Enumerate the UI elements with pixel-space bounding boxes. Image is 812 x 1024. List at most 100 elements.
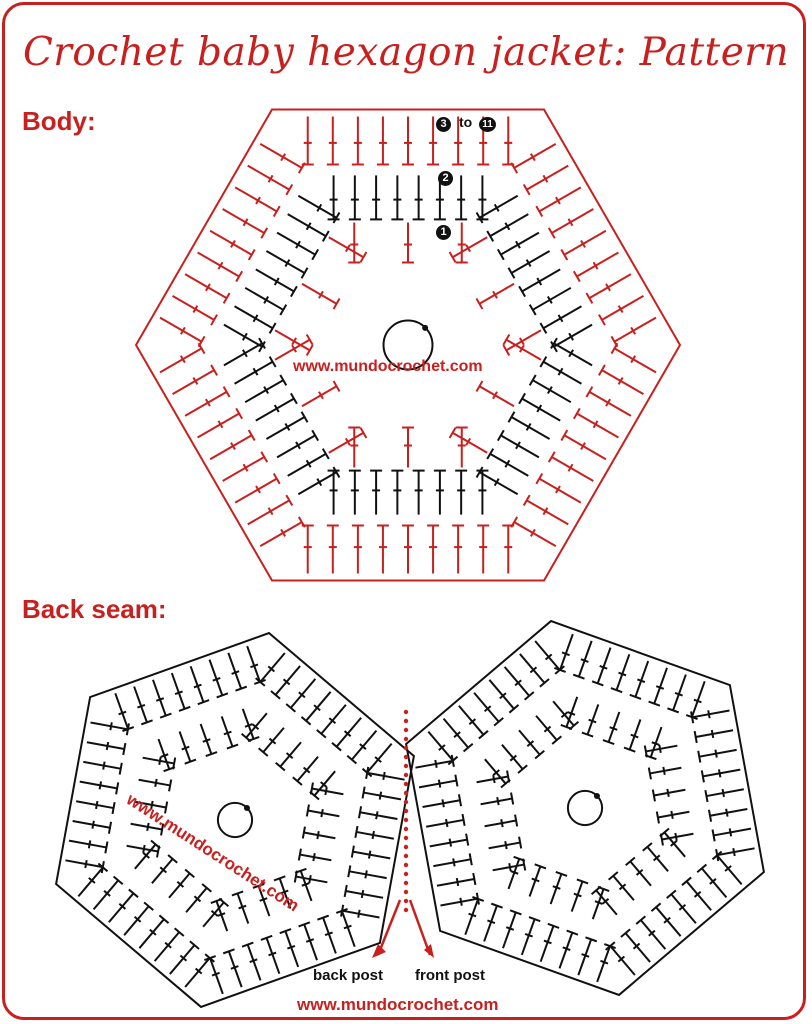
seam-left-hexagon-ring0-stitch: [108, 892, 135, 923]
body-hexagon-ring1-stitch: [297, 194, 337, 219]
seam-right-hexagon-ring0-stitch-bar: [693, 698, 702, 704]
body-hexagon-ring2-stitch: [274, 329, 311, 352]
seam-right-hexagon-ring0-stitch: [690, 680, 706, 718]
seam-right-hexagon-center-dot: [593, 793, 600, 800]
seam-left-hexagon-ring0-stitch-bar: [324, 931, 333, 937]
seam-left-hexagon-ring0-stitch-cap: [216, 692, 229, 699]
body-hexagon-ring0-stitch-cap: [210, 314, 218, 326]
seam-right-hexagon-ring1-stitch-bar: [601, 897, 610, 905]
body-hexagon-ring0-stitch-cap: [222, 386, 231, 398]
body-hexagon-ring1-stitch: [297, 471, 337, 496]
seam-left-hexagon-ring0-stitch: [86, 741, 125, 750]
seam-left-hexagon-ring1-stitch-cap: [156, 845, 161, 858]
seam-left-hexagon-ring0-stitch-bar: [328, 717, 337, 725]
seam-left-hexagon-ring0-stitch-cap: [331, 742, 342, 752]
body-hexagon-ring0-stitch: [209, 434, 253, 461]
seam-right-hexagon-ring0-stitch: [429, 838, 468, 848]
seam-right-hexagon-ring0-stitch-cap: [454, 774, 459, 787]
body-hexagon-ring2-stitch: [478, 385, 515, 408]
seam-right-hexagon-ring0-stitch: [415, 759, 453, 769]
seam-left-hexagon-ring1-stitch-cap: [252, 882, 265, 889]
body-hexagon-ring1-stitch-cap: [475, 466, 484, 478]
seam-left-hexagon-ring1-stitch-bar: [301, 882, 310, 887]
body-hexagon-ring0-stitch: [234, 477, 278, 504]
body-hexagon-ring0-stitch: [197, 412, 240, 439]
seam-left-hexagon-ring1-stitch-bar: [268, 737, 277, 745]
seam-left-hexagon-ring1-stitch-bar: [223, 730, 232, 736]
seam-left-hexagon-ring0-stitch-bar: [118, 710, 127, 716]
seam-left-hexagon-ring1-stitch-cap: [292, 776, 303, 786]
body-hexagon-ring0-stitch-bar: [605, 283, 611, 292]
seam-right-hexagon-ring0-stitch-bar: [732, 847, 736, 857]
front-post-label: front post: [415, 967, 485, 984]
front-post-arrow: [408, 899, 432, 956]
body-hexagon-ring0-stitch-cap: [547, 451, 556, 463]
seam-left-hexagon-ring1-stitch: [202, 901, 225, 928]
back-post-arrowhead: [372, 944, 386, 958]
body-hexagon-ring0-stitch-bar: [267, 507, 274, 516]
body-hexagon-ring0-stitch-bar: [242, 218, 249, 227]
seam-right-hexagon-ring0-stitch-bar: [709, 878, 717, 885]
body-hexagon-ring1-stitch-cap: [528, 374, 537, 386]
seam-right-hexagon-ring1-stitch-cap: [514, 814, 519, 827]
body-hexagon-ring1-stitch: [542, 360, 582, 385]
seam-left-hexagon-ring0-stitch-cap: [128, 888, 139, 898]
seam-left-hexagon-ring0-stitch: [352, 850, 391, 860]
body-hexagon-ring0-stitch-cap: [260, 227, 269, 239]
seam-right-hexagon-ring0-stitch: [442, 718, 469, 749]
seam-left-hexagon-ring1-stitch-bar: [176, 881, 185, 888]
seam-right-hexagon-ring0-stitch-bar: [717, 769, 722, 778]
body-hexagon-ring1-stitch-bar: [525, 259, 532, 268]
seam-left-hexagon-ring0-stitch: [320, 704, 347, 735]
seam-left-hexagon-ring1-stitch: [142, 756, 175, 765]
seam-right-hexagon-ring1-stitch-bar: [662, 766, 666, 775]
body-hexagon-ring2-stitch: [505, 329, 542, 352]
body-hexagon-ring0-stitch-bar: [567, 218, 574, 227]
body-hexagon-ring0-stitch-cap: [247, 429, 256, 441]
body-hexagon-ring1-stitch-bar: [547, 386, 553, 395]
body-hexagon-ring1-stitch-cap: [496, 248, 505, 261]
seam-dot: [403, 709, 409, 715]
body-hexagon-ring0-stitch-cap: [610, 335, 619, 348]
seam-left-hexagon-ring0-stitch-bar: [375, 811, 379, 820]
seam-left-hexagon-ring1-stitch-bar: [259, 897, 268, 902]
body-hexagon-ring0-stitch-cap: [560, 429, 569, 441]
seam-left-hexagon-ring0-stitch: [169, 944, 196, 975]
body-hexagon-ring1-stitch: [287, 213, 327, 238]
seam-right-hexagon-ring0-stitch-bar: [707, 710, 711, 719]
seam-left-hexagon-ring0-stitch-bar: [88, 877, 96, 884]
seam-right-hexagon-ring0-stitch-cap: [711, 829, 716, 842]
seam-left-hexagon-ring0-stitch-cap: [158, 914, 170, 924]
body-hexagon-ring0-stitch-bar: [255, 485, 261, 494]
body-hexagon-ring1-stitch: [479, 194, 519, 219]
seam-left-hexagon-ring0-stitch-cap: [354, 825, 359, 839]
seam-left-hexagon-ring0-stitch: [359, 811, 398, 821]
body-hexagon-ring1-stitch-bar: [493, 203, 500, 212]
body-hexagon-ring0-stitch: [601, 369, 644, 395]
seam-right-hexagon-ring1-stitch: [518, 729, 541, 756]
seam-left-hexagon-ring0-stitch-cap: [235, 685, 248, 692]
body-hexagon-ring1-stitch-bar: [263, 386, 269, 395]
body-hexagon-ring1-stitch: [265, 416, 306, 440]
seam-right-hexagon-ring0-stitch-bar: [724, 865, 732, 872]
body-hexagon-ring0-stitch: [538, 477, 582, 504]
seam-right-hexagon-ring0-stitch-bar: [544, 653, 553, 661]
seam-right-hexagon-ring0-stitch-bar: [499, 692, 507, 700]
seam-left-hexagon-ring0-stitch-bar: [367, 850, 372, 859]
seam-right-hexagon-ring0-stitch-bar: [674, 691, 683, 697]
seam-left-hexagon-ring0-stitch: [341, 909, 380, 919]
seam-right-hexagon-ring1-stitch: [507, 858, 521, 890]
seam-right-hexagon-ring0-stitch-bar: [561, 651, 570, 657]
seam-right-hexagon-ring0-stitch: [672, 674, 687, 711]
seam-right-hexagon-ring1-stitch-bar: [504, 841, 508, 850]
seam-right-hexagon-ring0-stitch-cap: [539, 678, 550, 688]
seam-right-hexagon-ring1-stitch-cap: [555, 870, 568, 877]
seam-left-hexagon-ring0-stitch-cap: [118, 762, 123, 775]
seam-left-hexagon-ring0-stitch-bar: [118, 902, 127, 910]
body-hexagon-ring0-stitch: [197, 251, 240, 278]
body-hexagon-ring1-stitch: [521, 397, 561, 422]
seam-left-hexagon-ring1-stitch: [215, 900, 229, 932]
seam-left-hexagon-ring1-stitch-cap: [160, 823, 165, 836]
body-hexagon-ring1-stitch-cap: [268, 322, 277, 334]
